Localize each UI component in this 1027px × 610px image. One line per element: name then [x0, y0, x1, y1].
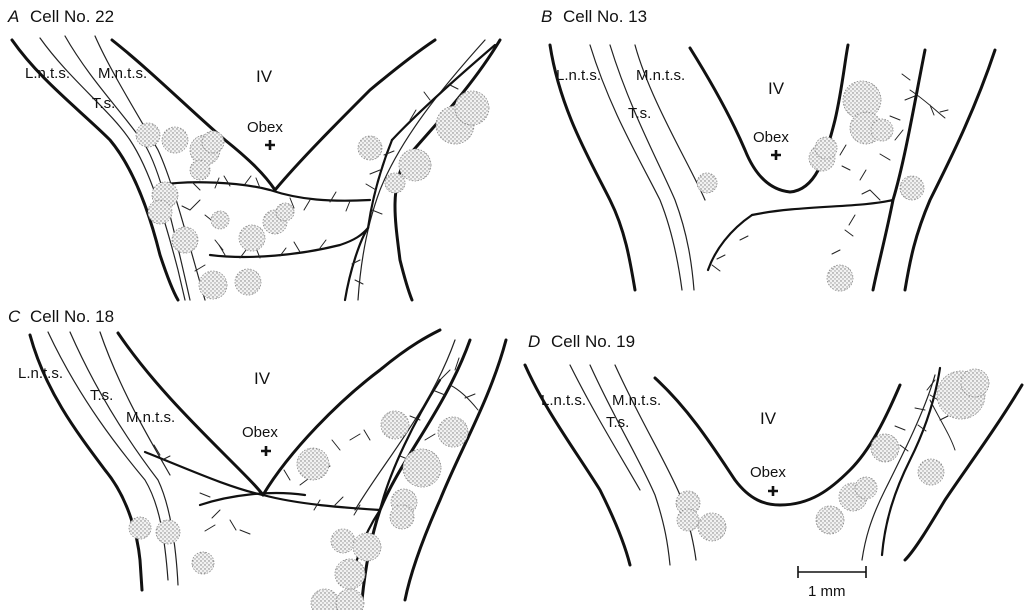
panel-a-letter: A: [7, 7, 19, 26]
panel-a-lnts-label: L.n.t.s.: [25, 65, 70, 82]
cell-body: [190, 160, 210, 180]
cell-body: [335, 559, 365, 589]
panel-d: D Cell No. 19 L.n.t.s.: [525, 332, 1022, 565]
cell-body: [455, 91, 489, 125]
panel-c-obex-label: Obex: [242, 424, 278, 441]
panel-d-title: Cell No. 19: [551, 332, 635, 351]
panel-d-ts-label: T.s.: [606, 414, 629, 431]
cell-body: [353, 533, 381, 561]
panel-c: C Cell No. 18: [8, 307, 506, 610]
cell-body: [199, 271, 227, 299]
cell-body: [827, 265, 853, 291]
cell-body: [239, 225, 265, 251]
panel-c-title: Cell No. 18: [30, 307, 114, 326]
cell-body: [385, 173, 405, 193]
plus-icon: [265, 140, 275, 150]
cell-body: [871, 434, 899, 462]
panel-b-ventricle-label: IV: [768, 79, 785, 98]
cell-body: [816, 506, 844, 534]
panel-c-mnts-label: M.n.t.s.: [126, 409, 175, 426]
cell-body: [192, 552, 214, 574]
cell-body: [900, 176, 924, 200]
cell-body: [156, 520, 180, 544]
cell-body: [403, 449, 441, 487]
cell-body: [438, 417, 468, 447]
cell-body: [129, 517, 151, 539]
panel-a-ts-label: T.s.: [92, 95, 115, 112]
cell-body: [390, 505, 414, 529]
cell-body: [961, 369, 989, 397]
cell-body: [162, 127, 188, 153]
cell-body: [815, 137, 837, 159]
panel-a: A Cell No. 22: [7, 7, 500, 300]
panel-d-cells: [676, 369, 989, 541]
panel-d-letter: D: [528, 332, 540, 351]
panel-a-obex-label: Obex: [247, 119, 283, 136]
panel-d-ventricle-label: IV: [760, 409, 777, 428]
cell-body: [136, 123, 160, 147]
scale-bar: 1 mm: [798, 566, 866, 600]
cell-body: [871, 119, 893, 141]
panel-b-letter: B: [541, 7, 552, 26]
cell-body: [297, 448, 329, 480]
cell-body: [918, 459, 944, 485]
cell-body: [211, 211, 229, 229]
cell-body: [235, 269, 261, 295]
plus-icon: [768, 486, 778, 496]
cell-body: [172, 227, 198, 253]
panel-b-ts-label: T.s.: [628, 105, 651, 122]
panel-b-cells: [697, 81, 924, 291]
cell-body: [336, 589, 364, 610]
panel-c-ventricle-label: IV: [254, 369, 271, 388]
panel-a-mnts-label: M.n.t.s.: [98, 65, 147, 82]
panel-c-letter: C: [8, 307, 21, 326]
panel-b-title: Cell No. 13: [563, 7, 647, 26]
panel-b-lnts-label: L.n.t.s.: [556, 67, 601, 84]
plus-icon: [771, 150, 781, 160]
cell-body: [148, 200, 172, 224]
cell-body: [276, 203, 294, 221]
cell-body: [381, 411, 409, 439]
cell-body: [202, 131, 224, 153]
panel-c-ts-label: T.s.: [90, 387, 113, 404]
panel-a-title: Cell No. 22: [30, 7, 114, 26]
panel-c-lnts-label: L.n.t.s.: [18, 365, 63, 382]
cell-body: [358, 136, 382, 160]
panel-d-mnts-label: M.n.t.s.: [612, 392, 661, 409]
panel-b-mnts-label: M.n.t.s.: [636, 67, 685, 84]
panel-a-ventricle-label: IV: [256, 67, 273, 86]
panel-b-obex-label: Obex: [753, 129, 789, 146]
cell-body: [698, 513, 726, 541]
cell-body: [855, 477, 877, 499]
plus-icon: [261, 446, 271, 456]
scale-bar-label: 1 mm: [808, 583, 846, 600]
cell-body: [697, 173, 717, 193]
cell-body: [399, 149, 431, 181]
cell-body: [677, 509, 699, 531]
cell-body: [311, 589, 339, 610]
panel-d-lnts-label: L.n.t.s.: [541, 392, 586, 409]
panel-b: B Cell No. 13 L: [541, 7, 995, 291]
panel-d-obex-label: Obex: [750, 464, 786, 481]
cell-body: [331, 529, 355, 553]
